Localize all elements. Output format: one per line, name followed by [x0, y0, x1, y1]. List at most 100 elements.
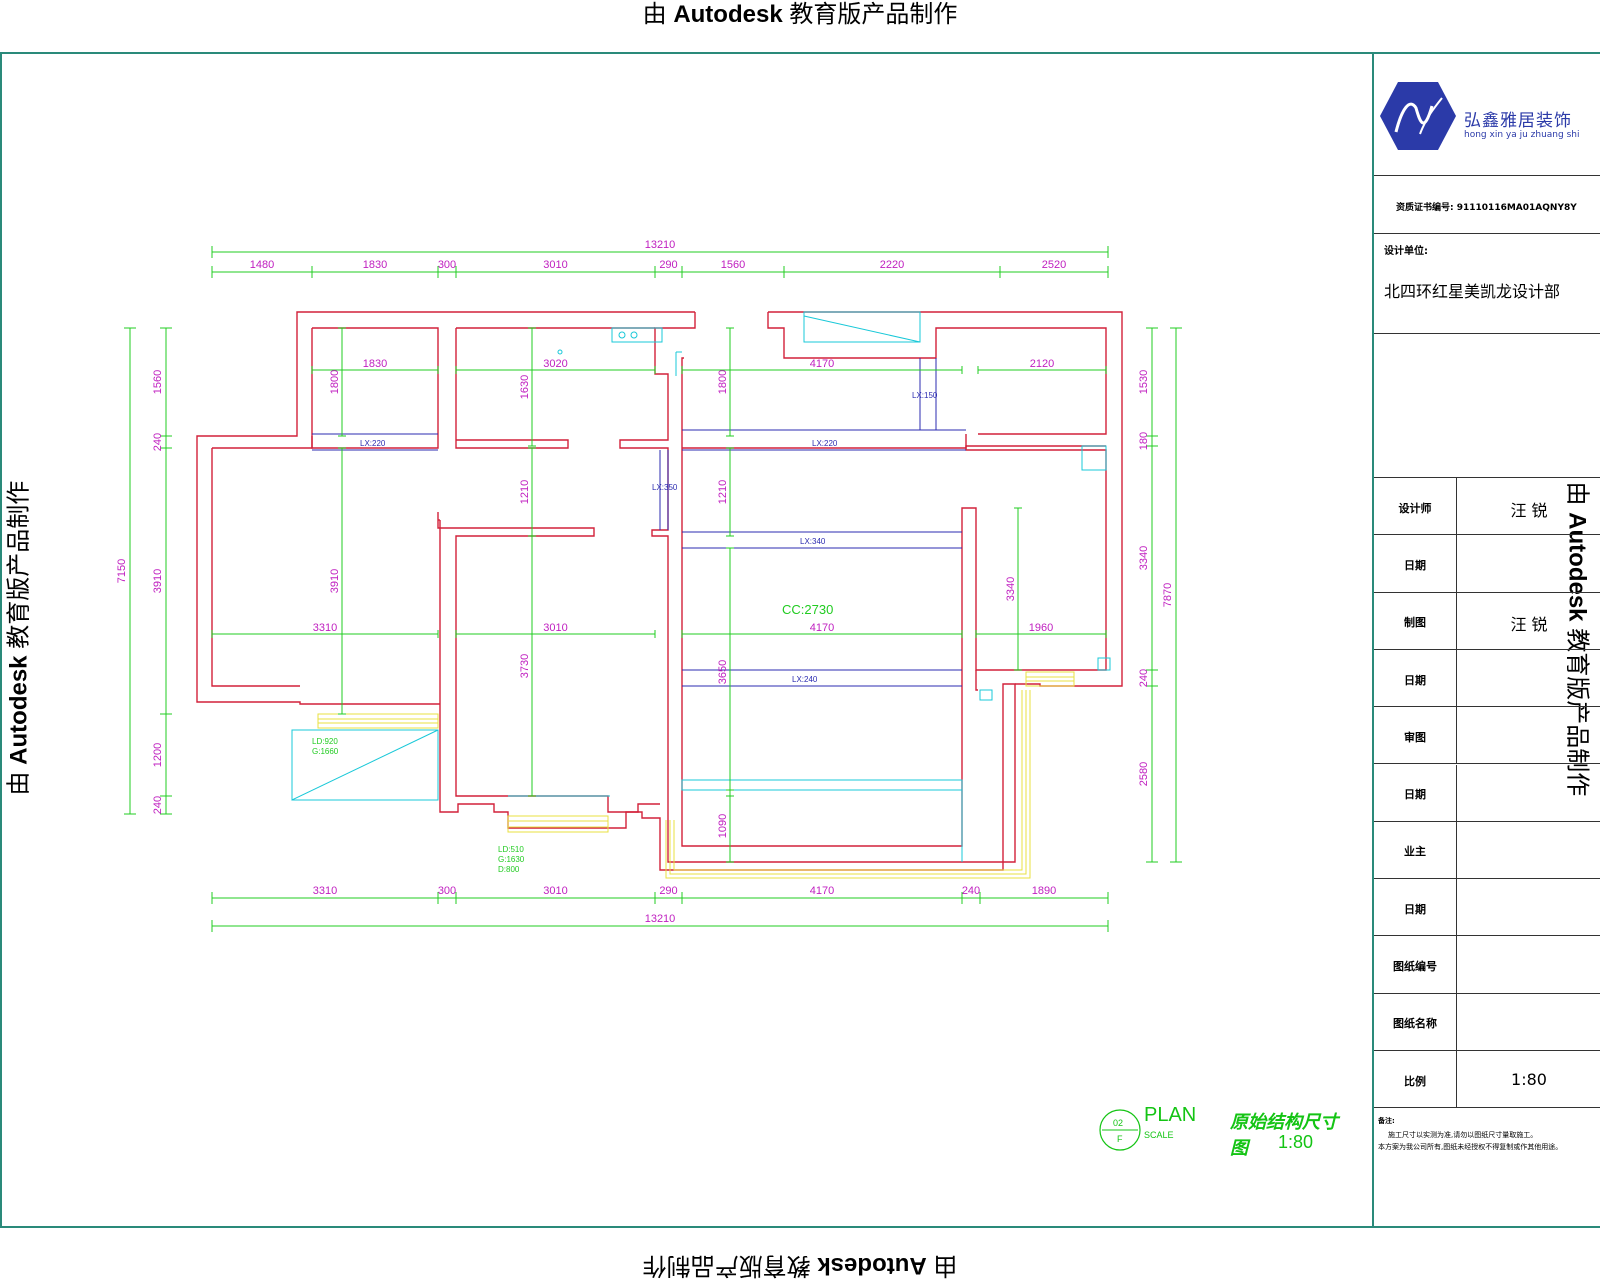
watermark-bottom: 由 Autodesk 教育版产品制作 — [642, 1252, 958, 1279]
dimension-label: 1830 — [363, 259, 387, 271]
company-name-en: hong xin ya ju zhuang shi — [1464, 130, 1580, 140]
title-block-row: 审图 — [1374, 707, 1600, 765]
plan-title-scale-label: SCALE — [1144, 1130, 1174, 1140]
dimension-label: 1090 — [717, 814, 729, 838]
dimension-label: 1210 — [519, 480, 531, 504]
dimension-label: 3910 — [329, 569, 341, 593]
dimension-label: 1800 — [329, 370, 341, 394]
license-text: 资质证书编号: 91110116MA01AQNY8Y — [1396, 203, 1577, 213]
wall-right-inner-4 — [975, 670, 978, 691]
window-note-line: G:1660 — [312, 747, 339, 756]
dimension-label: 1210 — [717, 480, 729, 504]
dimension-label: 180 — [1138, 432, 1150, 450]
dimension-label: 2220 — [880, 259, 904, 271]
dimension-label: 3010 — [543, 259, 567, 271]
title-block-row: 日期 — [1374, 649, 1600, 708]
dimension-label: 13210 — [645, 913, 676, 925]
title-block-row: 日期 — [1374, 764, 1600, 822]
design-unit-cell: 设计单位: 北四环红星美凯龙设计部 — [1374, 234, 1600, 334]
plan-title-scale: 1:80 — [1278, 1132, 1314, 1152]
title-block-row-label: 图纸名称 — [1393, 1017, 1437, 1031]
beam-labels: LX:220 LX:220 LX:350 LX:340 LX:240 LX:15… — [360, 391, 938, 684]
dimension-label: 240 — [152, 433, 164, 451]
title-block-row-label: 日期 — [1404, 788, 1426, 802]
dimension-label: 3730 — [519, 654, 531, 678]
plan-title-en: PLAN — [1144, 1104, 1197, 1126]
title-block-row-value: 汪 锐 — [1510, 615, 1548, 635]
window-note-line: LD:510 — [498, 845, 524, 854]
license-cell: 资质证书编号: 91110116MA01AQNY8Y — [1374, 176, 1600, 234]
plan-title-circle: 02 F — [1099, 1109, 1141, 1151]
window-note-line: D:800 — [498, 865, 520, 874]
dimension-label: 1890 — [1032, 885, 1056, 897]
title-block: 弘鑫雅居装饰 hong xin ya ju zhuang shi 资质证书编号:… — [1372, 54, 1600, 1226]
beam-label: LX:240 — [792, 675, 818, 684]
ceiling-height-label: CC:2730 — [782, 602, 833, 617]
dimension-label: 240 — [1138, 669, 1150, 687]
dimension-label: 1800 — [717, 370, 729, 394]
title-block-row-label: 日期 — [1404, 902, 1426, 916]
dimension-label: 3010 — [543, 885, 567, 897]
title-block-row-value: 汪 锐 — [1510, 500, 1548, 520]
dimension-label: 1560 — [152, 370, 164, 394]
title-block-row: 图纸名称 — [1374, 993, 1600, 1051]
wall-right-inner-2 — [681, 357, 1107, 847]
company-logo-icon — [1380, 82, 1456, 150]
wall-outer-left — [196, 311, 695, 705]
dimension-label: 3310 — [313, 885, 337, 897]
note-line: 本方案为我公司所有,图纸未经授权不得复制或作其他用途。 — [1378, 1143, 1563, 1151]
dimension-label: 300 — [438, 885, 456, 897]
dimension-label: 3650 — [717, 660, 729, 684]
plan-title-cn: 原始结构尺寸图 — [1230, 1112, 1338, 1159]
plan-title: 02 F PLAN SCALE 原始结构尺寸图 1:80 — [1098, 1104, 1338, 1159]
dimension-label: 3010 — [543, 622, 567, 634]
wall-room-a2 — [455, 328, 569, 449]
dimension-label: 1960 — [1029, 622, 1053, 634]
dimension-label: 7150 — [116, 559, 128, 583]
dimension-label: 13210 — [645, 239, 676, 251]
dimension-label: 4170 — [810, 885, 834, 897]
dimension-label: 1630 — [519, 375, 531, 399]
title-block-row: 业主 — [1374, 821, 1600, 880]
title-block-row-label: 比例 — [1404, 1074, 1426, 1088]
title-block-row-label: 图纸编号 — [1393, 960, 1437, 974]
beams — [312, 358, 966, 687]
dimension-label: 2580 — [1138, 762, 1150, 786]
plan-title-circle-bottom: F — [1117, 1134, 1123, 1144]
company-name-cn: 弘鑫雅居装饰 — [1464, 111, 1572, 131]
watermark-top: 由 Autodesk 教育版产品制作 — [642, 1, 958, 28]
dimension-label: 1830 — [363, 358, 387, 370]
plan-title-circle-top: 02 — [1113, 1118, 1123, 1128]
window-notes: LD:920 G:1660 LD:510 G:1630 D:800 — [312, 737, 525, 874]
design-unit-label: 设计单位: — [1384, 246, 1428, 257]
beam-label: LX:350 — [652, 483, 678, 492]
title-block-row-label: 审图 — [1404, 730, 1426, 744]
dimension-label: 1480 — [250, 259, 274, 271]
title-block-row: 图纸编号 — [1374, 936, 1600, 994]
dimension-label: 2120 — [1030, 358, 1054, 370]
title-block-row-label: 设计师 — [1398, 501, 1432, 515]
beam-label: LX:220 — [812, 439, 838, 448]
dimension-label: 4170 — [810, 358, 834, 370]
floor-plan: LX:220 LX:220 LX:350 LX:340 LX:240 LX:15… — [116, 239, 1182, 932]
title-block-row-label: 制图 — [1404, 616, 1426, 630]
note-line: 施工尺寸以实测为准,请勿以图纸尺寸量取施工。 — [1388, 1131, 1538, 1139]
window-note-line: LD:920 — [312, 737, 338, 746]
dimension-label: 3340 — [1138, 546, 1150, 570]
wall-right-inner — [767, 312, 1107, 435]
title-block-row: 日期 — [1374, 879, 1600, 937]
fixtures — [291, 311, 1111, 862]
dimension-label: 300 — [438, 259, 456, 271]
dimension-label: 1200 — [152, 743, 164, 767]
title-block-row-label: 业主 — [1404, 845, 1426, 859]
title-block-row-label: 日期 — [1404, 673, 1426, 687]
dimension-label: 3910 — [152, 569, 164, 593]
blank-cell — [1374, 334, 1600, 478]
beam-label: LX:340 — [800, 537, 826, 546]
dimension-label: 1560 — [721, 259, 745, 271]
wall-outline-left — [439, 312, 1016, 871]
dimension-label: 240 — [152, 796, 164, 814]
title-block-row: 设计师 汪 锐 — [1374, 478, 1600, 536]
